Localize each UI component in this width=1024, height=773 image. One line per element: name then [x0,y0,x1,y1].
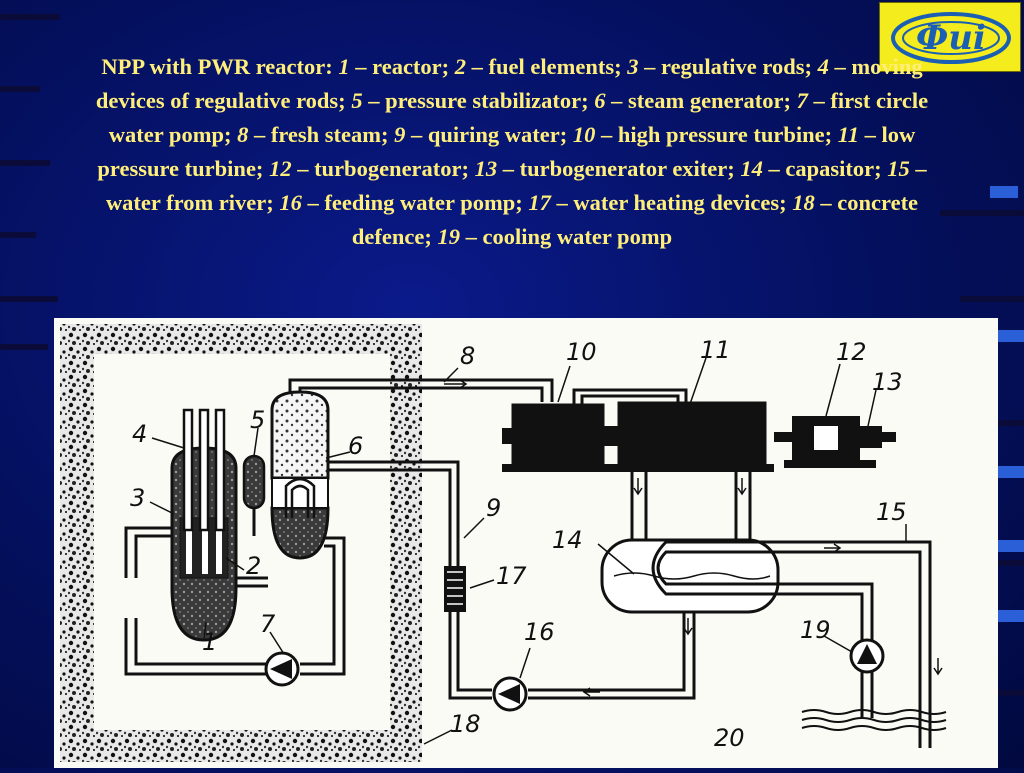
logo: Фиі [879,2,1021,72]
primary-loop [124,526,346,676]
turbine-exhaust [630,472,752,542]
caption-item-text: – feeding water pomp; [301,190,529,215]
caption-item-number: 9 [394,122,406,147]
caption-item-number: 15 [887,156,910,181]
caption-item-text: – quiring water; [405,122,573,147]
caption-item-text: – moving devices of regulative rods; [95,54,923,113]
label-7: 7 [260,610,276,638]
caption-item-text: – turbogenerator; [291,156,475,181]
caption-item-number: 3 [627,54,639,79]
pressure-stabilizator [242,454,266,536]
caption-item-text: – capasitor; [762,156,888,181]
bg-stripe [0,160,50,166]
label-9: 9 [486,494,501,522]
label-8: 8 [460,342,475,370]
caption-item-text: – high pressure turbine; [595,122,838,147]
bg-accent [998,610,1024,622]
caption-item-number: 10 [572,122,596,147]
bg-stripe [0,344,48,350]
caption-item-number: 12 [269,156,292,181]
caption-item-text: – pressure stabilizator; [362,88,595,113]
caption-item-number: 17 [528,190,551,215]
bg-accent [996,466,1024,478]
turbines [502,388,774,472]
caption-item-number: 5 [351,88,363,113]
bg-stripe [0,14,60,20]
cooling-water-pump [849,638,885,674]
label-15: 15 [876,498,907,526]
caption-item-number: 6 [594,88,606,113]
label-6: 6 [348,432,363,460]
label-17: 17 [496,562,527,590]
label-13: 13 [872,368,903,396]
caption-item-number: 1 [338,54,350,79]
flow-arrows [444,379,943,697]
caption-item-number: 19 [437,224,461,249]
label-2: 2 [246,552,261,580]
caption-item-text: – steam generator; [605,88,797,113]
caption-lead: NPP with PWR reactor: [101,54,339,79]
caption-item-text: – water heating devices; [550,190,793,215]
caption-item-text: – reactor; [349,54,455,79]
label-16: 16 [524,618,555,646]
concrete-defence [60,324,422,762]
first-circle-pump [264,651,300,687]
steam-generator [270,390,330,560]
caption-item-text: – low pressure turbine; [97,122,916,181]
bg-accent [990,186,1018,198]
label-11: 11 [700,336,731,364]
bg-stripe [940,210,1024,216]
fresh-steam-line [288,378,554,402]
caption-item-number: 7 [796,88,808,113]
bg-stripe [0,296,58,302]
caption-item-text: – first circle water pomp; [108,88,929,147]
caption-item-number: 8 [237,122,249,147]
caption-item-number: 11 [837,122,859,147]
caption-item-text: – regulative rods; [638,54,818,79]
caption-item-text: – cooling water pomp [460,224,673,249]
caption-item-text: – fresh steam; [248,122,395,147]
npp-diagram: 1 2 3 4 5 6 7 8 9 10 11 12 13 14 15 16 1… [54,318,998,768]
label-18: 18 [450,710,481,738]
leader-lines [149,357,907,745]
turbogenerator [774,416,896,468]
caption-item-number: 16 [279,190,302,215]
label-5: 5 [250,406,265,434]
label-12: 12 [836,338,867,366]
label-3: 3 [130,484,145,512]
label-14: 14 [552,526,583,554]
bg-stripe [0,86,40,92]
water-heating-devices [444,566,466,612]
caption-item-number: 2 [454,54,467,79]
caption-item-number: 14 [740,156,763,181]
bg-stripe [0,232,36,238]
label-10: 10 [566,338,597,366]
bg-accent [996,540,1024,552]
label-20: 20 [714,724,745,752]
caption-item-number: 4 [817,54,829,79]
logo-text: Фиі [916,18,986,58]
bg-accent [998,330,1024,342]
caption: NPP with PWR reactor: 1 – reactor; 2 – f… [80,50,944,318]
regulative-rods [182,408,226,532]
caption-item-text: – fuel elements; [466,54,628,79]
caption-item-text: – concrete defence; [351,190,919,249]
feeding-water-pump [492,676,528,712]
bg-stripe [960,296,1024,302]
caption-item-number: 18 [792,190,815,215]
caption-item-text: – water from river; [105,156,927,215]
caption-item-number: 13 [474,156,498,181]
label-4: 4 [132,420,147,448]
caption-item-text: – turbogenerator exiter; [497,156,741,181]
river [801,709,947,731]
label-1: 1 [202,628,217,656]
label-19: 19 [800,616,831,644]
